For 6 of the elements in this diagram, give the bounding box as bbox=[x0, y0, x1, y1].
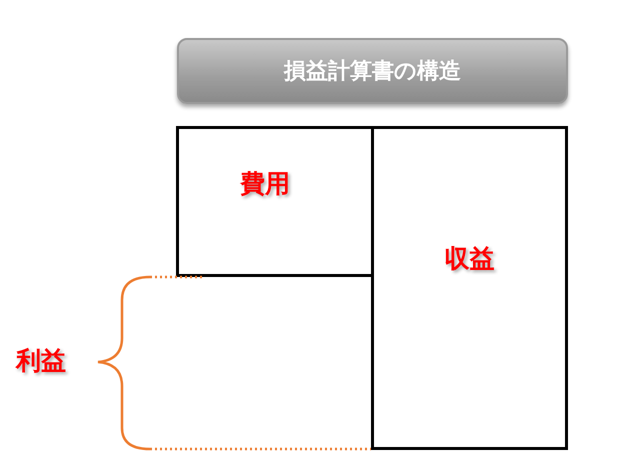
bracket-label: 利益 bbox=[16, 345, 66, 377]
statement-box bbox=[371, 126, 568, 450]
box-label: 収益 bbox=[444, 242, 494, 274]
title-banner: 損益計算書の構造 bbox=[177, 38, 568, 104]
statement-box bbox=[176, 126, 374, 277]
box-label: 費用 bbox=[240, 168, 290, 200]
